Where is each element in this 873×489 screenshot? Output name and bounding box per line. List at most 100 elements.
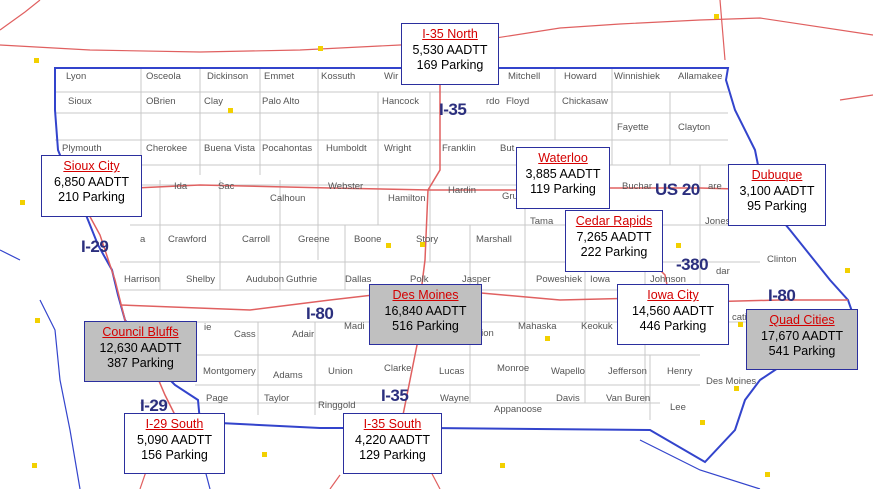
- callout-parking: 210 Parking: [58, 190, 125, 204]
- i-35-line: [399, 68, 441, 431]
- callout-parking: 446 Parking: [639, 319, 707, 333]
- callout-link[interactable]: Council Bluffs: [102, 325, 179, 339]
- county-label: Mahaska: [518, 321, 557, 332]
- callout-link[interactable]: Des Moines: [392, 288, 459, 302]
- county-label: Pocahontas: [262, 143, 313, 154]
- county-label: Ida: [174, 181, 188, 192]
- county-label: Polk: [410, 274, 429, 285]
- county-lines: [55, 68, 760, 420]
- callout-cedar-rapids: Cedar Rapids 7,265 AADTT 222 Parking: [565, 210, 663, 272]
- county-label: Clay: [204, 96, 224, 107]
- county-label: Allamakee: [678, 71, 723, 82]
- county-label: Clayton: [678, 122, 711, 133]
- callout-link[interactable]: I-35 North: [422, 27, 478, 41]
- river-west-outside: [0, 249, 81, 489]
- county-label: Audubon: [246, 274, 285, 285]
- callout-link[interactable]: I-29 South: [145, 417, 204, 431]
- county-label: Taylor: [264, 393, 290, 404]
- route-label-i-80-east: I-80: [768, 286, 796, 305]
- county-label: Madi: [344, 321, 365, 332]
- county-label: Wapello: [551, 366, 585, 377]
- callout-des-moines: Des Moines 16,840 AADTT 516 Parking: [369, 284, 482, 345]
- county-label: OBrien: [146, 96, 176, 107]
- county-label: Webster: [328, 181, 364, 192]
- callout-aadtt: 12,630 AADTT: [99, 340, 182, 355]
- county-label: Harrison: [124, 274, 160, 285]
- callout-parking: 387 Parking: [107, 356, 174, 370]
- county-label: ie: [204, 322, 212, 333]
- county-label: rdo: [486, 96, 500, 107]
- river-south-outside: [639, 439, 761, 489]
- road-northwest-outside: [0, 0, 41, 31]
- callout-parking: 95 Parking: [747, 199, 807, 213]
- county-label: Grun: [502, 191, 524, 202]
- county-label: Lucas: [439, 366, 465, 377]
- route-label-i-29-north: I-29: [81, 237, 109, 256]
- county-label: Crawford: [168, 234, 207, 245]
- callout-aadtt: 5,090 AADTT: [136, 432, 213, 447]
- callout-link[interactable]: Iowa City: [647, 288, 699, 302]
- callout-aadtt: 4,220 AADTT: [354, 432, 431, 447]
- county-label: Kossuth: [321, 71, 356, 82]
- county-label: Hancock: [382, 96, 419, 107]
- callout-i-35-south: I-35 South 4,220 AADTT 129 Parking: [343, 413, 442, 474]
- road-east-outside: [839, 94, 873, 101]
- county-label: Tama: [530, 216, 554, 227]
- county-label: Van Buren: [606, 393, 651, 404]
- county-label: Story: [416, 234, 439, 245]
- county-label: Shelby: [186, 274, 216, 285]
- county-label: Marshall: [476, 234, 512, 245]
- county-label: Floyd: [506, 96, 530, 107]
- callout-aadtt: 16,840 AADTT: [384, 303, 467, 318]
- callout-aadtt: 6,850 AADTT: [53, 174, 130, 189]
- callout-parking: 516 Parking: [392, 319, 459, 333]
- county-label: Johnson: [650, 274, 686, 285]
- county-label: Calhoun: [270, 193, 306, 204]
- callout-link[interactable]: Waterloo: [538, 151, 588, 165]
- callout-i-29-south: I-29 South 5,090 AADTT 156 Parking: [124, 413, 225, 474]
- county-label: Jasper: [462, 274, 491, 285]
- callout-link[interactable]: Sioux City: [63, 159, 120, 173]
- county-label: Humboldt: [326, 143, 367, 154]
- county-label: Palo Alto: [262, 96, 300, 107]
- callout-link[interactable]: Quad Cities: [769, 313, 835, 327]
- us-20-line: [89, 184, 771, 191]
- callout-aadtt: 14,560 AADTT: [632, 303, 714, 318]
- county-label: Hamilton: [388, 193, 426, 204]
- callout-aadtt: 3,885 AADTT: [525, 166, 601, 181]
- county-label: Guthrie: [286, 274, 318, 285]
- callout-dubuque: Dubuque 3,100 AADTT 95 Parking: [728, 164, 826, 226]
- county-label: Emmet: [264, 71, 295, 82]
- county-label: Poweshiek: [536, 274, 582, 285]
- county-label: Des Moines: [706, 376, 757, 387]
- county-label: Wayne: [440, 393, 470, 404]
- callout-council-bluffs: Council Bluffs 12,630 AADTT 387 Parking: [84, 321, 197, 382]
- callout-link[interactable]: Cedar Rapids: [575, 214, 653, 228]
- county-label: Cherokee: [146, 143, 188, 154]
- county-label: Davis: [556, 393, 580, 404]
- county-label: Greene: [298, 234, 330, 245]
- callout-parking: 156 Parking: [141, 448, 208, 462]
- county-label: Carroll: [242, 234, 270, 245]
- county-label: Jones: [705, 216, 731, 227]
- county-label: dar: [716, 266, 730, 277]
- county-label: Chickasaw: [562, 96, 608, 107]
- county-label: Buena Vista: [204, 143, 256, 154]
- county-label: Franklin: [442, 143, 476, 154]
- county-label: Wir: [384, 71, 399, 82]
- county-label: Clinton: [767, 254, 797, 265]
- callout-waterloo: Waterloo 3,885 AADTT 119 Parking: [516, 147, 610, 209]
- city-dots: [20, 14, 850, 477]
- county-label: Plymouth: [62, 143, 102, 154]
- callout-aadtt: 17,670 AADTT: [761, 328, 843, 343]
- county-label: Fayette: [617, 122, 649, 133]
- county-label: Cass: [234, 329, 256, 340]
- callout-parking: 541 Parking: [768, 344, 836, 358]
- callout-link[interactable]: I-35 South: [363, 417, 422, 431]
- callout-aadtt: 5,530 AADTT: [412, 42, 488, 57]
- county-label: Adams: [273, 370, 303, 381]
- route-label-i-29-south: I-29: [140, 396, 168, 415]
- county-label: Wright: [384, 143, 412, 154]
- route-label-us-20: US 20: [655, 180, 700, 199]
- callout-link[interactable]: Dubuque: [751, 168, 803, 182]
